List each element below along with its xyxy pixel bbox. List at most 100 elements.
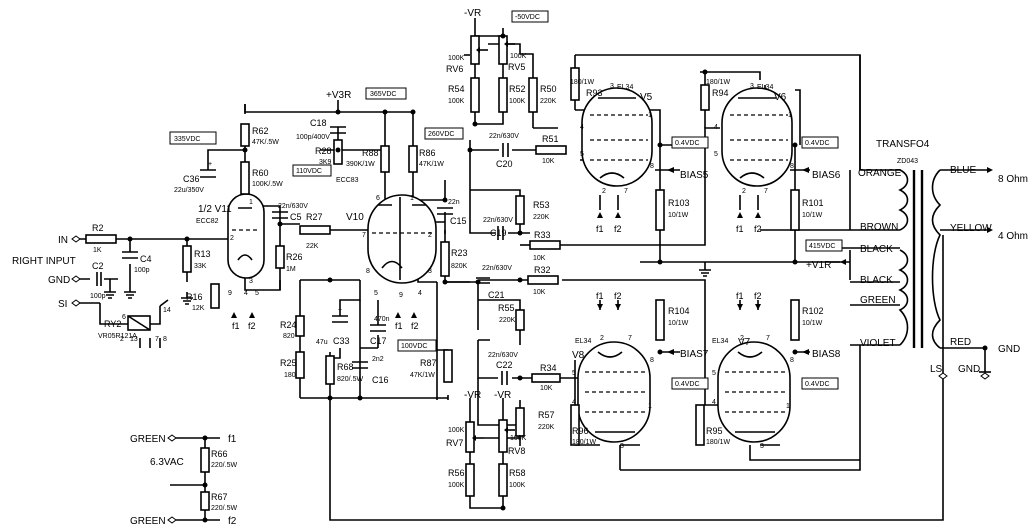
- svg-text:8: 8: [650, 163, 654, 170]
- connectors: [71, 235, 990, 524]
- svg-text:220K: 220K: [533, 214, 550, 221]
- resistor-r103: R103 10/1W: [655, 189, 690, 231]
- svg-text:100K/.5W: 100K/.5W: [252, 181, 283, 188]
- resistor-r55: R55 220K: [498, 303, 525, 331]
- svg-text:100p: 100p: [90, 293, 106, 300]
- svg-text:365VDC: 365VDC: [370, 91, 396, 98]
- svg-text:R87: R87: [420, 358, 437, 368]
- svg-text:R96: R96: [572, 426, 589, 436]
- svg-text:GND: GND: [998, 344, 1020, 355]
- svg-text:47K/1W: 47K/1W: [410, 372, 435, 379]
- svg-text:10K: 10K: [533, 289, 546, 296]
- svg-text:VR05R121A: VR05R121A: [98, 333, 137, 340]
- voltage-labels: 335VDC 365VDC 110VDC 260VDC 100VDC -50VD…: [169, 10, 843, 390]
- svg-text:1: 1: [786, 403, 790, 410]
- svg-text:SI: SI: [58, 299, 67, 310]
- capacitor-c16: 2n2 C16: [352, 356, 389, 385]
- svg-text:7: 7: [766, 335, 770, 342]
- svg-text:f1: f1: [228, 434, 237, 445]
- svg-text:R66: R66: [211, 449, 228, 459]
- svg-text:260VDC: 260VDC: [428, 131, 454, 138]
- svg-text:C22: C22: [496, 360, 513, 370]
- svg-text:C17: C17: [370, 336, 387, 346]
- resistor-r32: R32 10K: [527, 265, 559, 296]
- svg-text:3: 3: [620, 443, 624, 450]
- svg-text:R62: R62: [252, 126, 269, 136]
- svg-text:R101: R101: [802, 198, 824, 208]
- svg-text:+V3R: +V3R: [326, 90, 351, 101]
- wiring: [76, 28, 990, 521]
- capacitor-c18: C18 100p/400V: [296, 118, 346, 141]
- svg-text:47K/1W: 47K/1W: [419, 161, 444, 168]
- svg-text:390K/1W: 390K/1W: [346, 161, 375, 168]
- resistor-r57: R57 220K: [515, 407, 555, 437]
- svg-text:R60: R60: [252, 168, 269, 178]
- svg-text:8: 8: [790, 357, 794, 364]
- svg-text:7: 7: [764, 188, 768, 195]
- svg-text:100K: 100K: [448, 55, 465, 62]
- svg-text:f2: f2: [754, 291, 762, 301]
- svg-text:+: +: [208, 161, 212, 168]
- svg-text:220/.5W: 220/.5W: [211, 462, 237, 469]
- svg-text:C33: C33: [333, 336, 350, 346]
- svg-text:R57: R57: [538, 410, 555, 420]
- svg-text:2: 2: [742, 188, 746, 195]
- svg-text:BLUE: BLUE: [950, 165, 976, 176]
- resistor-r24: R24 820: [280, 315, 305, 340]
- resistor-r67: R67 220/.5W: [200, 491, 237, 512]
- svg-text:YELLOW: YELLOW: [950, 223, 992, 234]
- svg-text:7: 7: [362, 232, 366, 239]
- svg-text:-VR: -VR: [464, 8, 481, 19]
- svg-text:10/1W: 10/1W: [802, 212, 823, 219]
- svg-text:100K: 100K: [509, 98, 526, 105]
- svg-text:3: 3: [428, 268, 432, 275]
- svg-text:3: 3: [610, 83, 614, 90]
- svg-text:EL34: EL34: [712, 338, 728, 345]
- svg-text:BROWN: BROWN: [860, 222, 898, 233]
- tube-v11: 1/2 V11 ECC82 1 2 3 9 4 5: [196, 193, 265, 297]
- junctions: [127, 33, 988, 523]
- svg-text:220K: 220K: [540, 98, 557, 105]
- svg-text:R28: R28: [315, 146, 332, 156]
- svg-text:0.4VDC: 0.4VDC: [675, 140, 700, 147]
- svg-text:R51: R51: [542, 134, 559, 144]
- svg-text:415VDC: 415VDC: [809, 243, 835, 250]
- svg-text:R34: R34: [540, 363, 557, 373]
- svg-text:1: 1: [788, 112, 792, 119]
- svg-text:GREEN: GREEN: [860, 295, 896, 306]
- tube-v10: V10 ECC83 6 1 7 2 8 3 5 9 4: [336, 177, 437, 299]
- capacitor-c4: C4 100p: [122, 251, 152, 274]
- svg-text:4: 4: [714, 124, 718, 131]
- output-transformer: TRANSFO4 ZD043 ORANGE BROWN BLACK BLACK …: [858, 139, 992, 349]
- svg-text:5: 5: [374, 290, 378, 297]
- svg-text:4: 4: [418, 290, 422, 297]
- svg-text:1K: 1K: [93, 247, 102, 254]
- svg-text:180/1W: 180/1W: [706, 439, 731, 446]
- svg-text:ECC82: ECC82: [196, 218, 219, 225]
- svg-text:TRANSFO4: TRANSFO4: [876, 139, 930, 150]
- resistor-r62: R62 47K/.5W: [240, 123, 279, 147]
- svg-text:7: 7: [628, 335, 632, 342]
- resistor-r13: R13 33K: [182, 245, 211, 273]
- svg-text:C15: C15: [450, 216, 467, 226]
- svg-text:C19: C19: [490, 228, 507, 238]
- svg-text:RV6: RV6: [446, 64, 463, 74]
- svg-text:R24: R24: [280, 320, 297, 330]
- svg-text:100K: 100K: [510, 53, 527, 60]
- svg-text:10K: 10K: [542, 158, 555, 165]
- svg-text:820: 820: [283, 333, 295, 340]
- resistor-r94: 180/1W R94: [700, 79, 731, 111]
- svg-text:2: 2: [428, 232, 432, 239]
- resistor-r101: R101 10/1W: [790, 189, 824, 231]
- svg-text:ZD043: ZD043: [897, 158, 918, 165]
- svg-text:R53: R53: [533, 200, 550, 210]
- svg-text:4: 4: [580, 124, 584, 131]
- svg-text:2n2: 2n2: [372, 356, 384, 363]
- svg-text:GND: GND: [48, 275, 70, 286]
- svg-text:820K: 820K: [451, 263, 468, 270]
- svg-text:f2: f2: [754, 224, 762, 234]
- resistor-r33: R33 10K: [529, 230, 561, 262]
- svg-text:R32: R32: [534, 265, 551, 275]
- svg-text:R23: R23: [451, 248, 468, 258]
- svg-text:RY2: RY2: [104, 319, 121, 329]
